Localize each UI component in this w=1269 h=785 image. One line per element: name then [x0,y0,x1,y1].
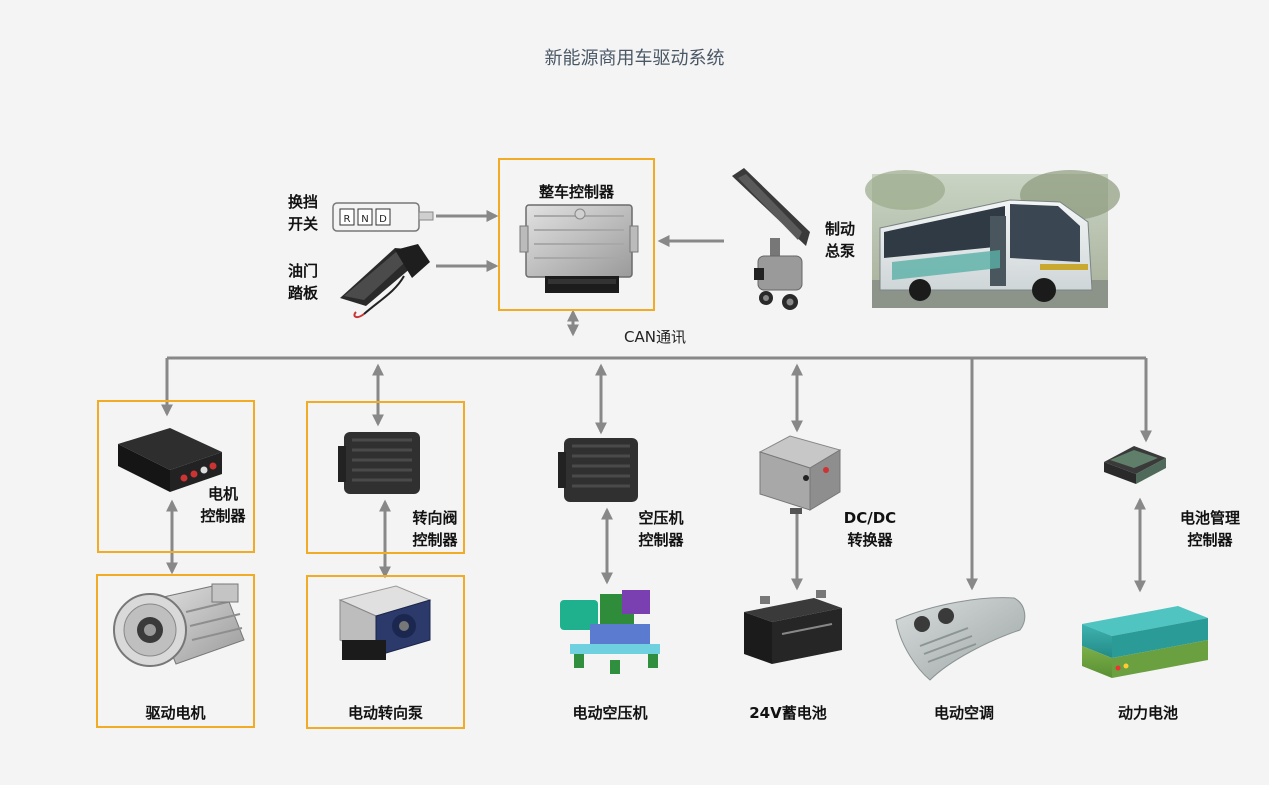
shift-mark-n: N [361,214,368,225]
vcu-frame [498,158,655,311]
steering-controller-image [338,432,420,494]
compressor-controller-image [558,438,638,502]
bms-label: 电池管理控制器 [1179,509,1240,549]
shift-mark-r: R [344,214,351,225]
vcu-image [519,204,639,293]
steering-pump-image [338,585,432,660]
steering-controller-label: 转向阀控制器 [412,509,458,549]
steering-pump-frame [306,575,465,729]
power-battery-label: 动力电池 [1117,704,1178,722]
page-title: 新能源商用车驱动系统 [544,48,725,69]
bms-image [1104,446,1166,484]
electric-ac-label: 电动空调 [933,704,994,722]
battery-24v-label: 24V蓄电池 [749,704,827,722]
power-battery-image [1082,606,1208,678]
battery-24v-image [744,590,842,664]
vcu-label: 整车控制器 [538,183,614,201]
drive-motor-image [113,583,245,667]
dcdc-image [758,435,842,514]
steering-controller-frame [306,401,465,554]
compressor-controller-label: 空压机控制器 [638,509,684,549]
bus-photo [865,170,1120,308]
shift-mark-d: D [379,214,387,225]
accelerator-pedal-label: 油门踏板 [288,262,319,302]
motor-controller-frame [97,400,255,553]
motor-controller-label: 电机控制器 [200,485,246,525]
can-bus-label: CAN通讯 [624,328,686,346]
motor-controller-image [118,428,222,492]
drive-motor-label: 驱动电机 [145,704,206,722]
shift-switch-image: R N D [332,202,434,232]
drive-motor-frame [96,574,255,728]
accelerator-pedal-image [340,244,430,319]
steering-pump-label: 电动转向泵 [347,704,423,722]
brake-pump-label: 制动总泵 [825,220,856,260]
electric-ac-image [895,597,1026,681]
air-compressor-label: 电动空压机 [572,704,648,722]
shift-switch-label: 换挡开关 [288,193,319,233]
brake-pump-image [732,168,810,310]
air-compressor-image [560,590,660,674]
